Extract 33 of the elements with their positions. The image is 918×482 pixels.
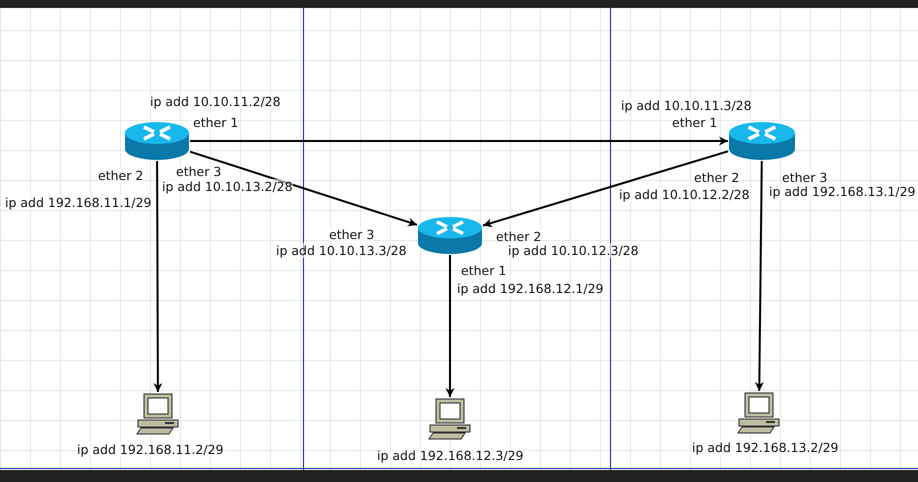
interface-label: ip add 192.168.11.2/29	[77, 442, 224, 457]
interface-label: ether 2	[98, 168, 144, 183]
interface-label: ip add 10.10.12.3/28	[508, 243, 639, 258]
computer-icon	[135, 392, 181, 436]
arrow	[754, 160, 764, 392]
interface-label: ip add 10.10.13.3/28	[276, 243, 407, 258]
interface-label: ip add 192.168.12.3/29	[377, 448, 524, 463]
interface-label: ip add 10.10.11.3/28	[621, 98, 752, 113]
interface-label: ip add 10.10.12.2/28	[619, 187, 750, 202]
interface-label: ether 2	[496, 229, 542, 244]
interface-label: ip add 10.10.13.2/28	[162, 179, 293, 194]
interface-label: ether 2	[694, 170, 740, 185]
arrow	[482, 150, 728, 228]
router-cylinder	[728, 121, 796, 161]
interface-label: ether 1	[193, 115, 238, 130]
interface-label: ip add 192.168.13.1/29	[769, 184, 916, 199]
interface-label: ether 3	[782, 170, 828, 185]
interface-label: ip add 192.168.12.1/29	[457, 281, 604, 296]
interface-label: ip add 10.10.11.2/28	[150, 94, 281, 109]
interface-label: ether 1	[672, 115, 718, 130]
arrow	[190, 150, 418, 226]
computer-icon	[427, 397, 473, 441]
arrow	[190, 136, 728, 146]
interface-label: ip add 192.168.13.2/29	[692, 440, 838, 455]
interface-label: ether 3	[176, 164, 222, 179]
computer-icon	[736, 391, 782, 435]
interface-label: ether 3	[329, 227, 374, 242]
router-cylinder	[124, 121, 190, 161]
arrow	[153, 161, 162, 392]
arrow	[446, 255, 454, 397]
interface-label: ether 1	[461, 263, 506, 278]
router-cylinder	[417, 216, 483, 255]
interface-label: ip add 192.168.11.1/29	[5, 195, 152, 210]
